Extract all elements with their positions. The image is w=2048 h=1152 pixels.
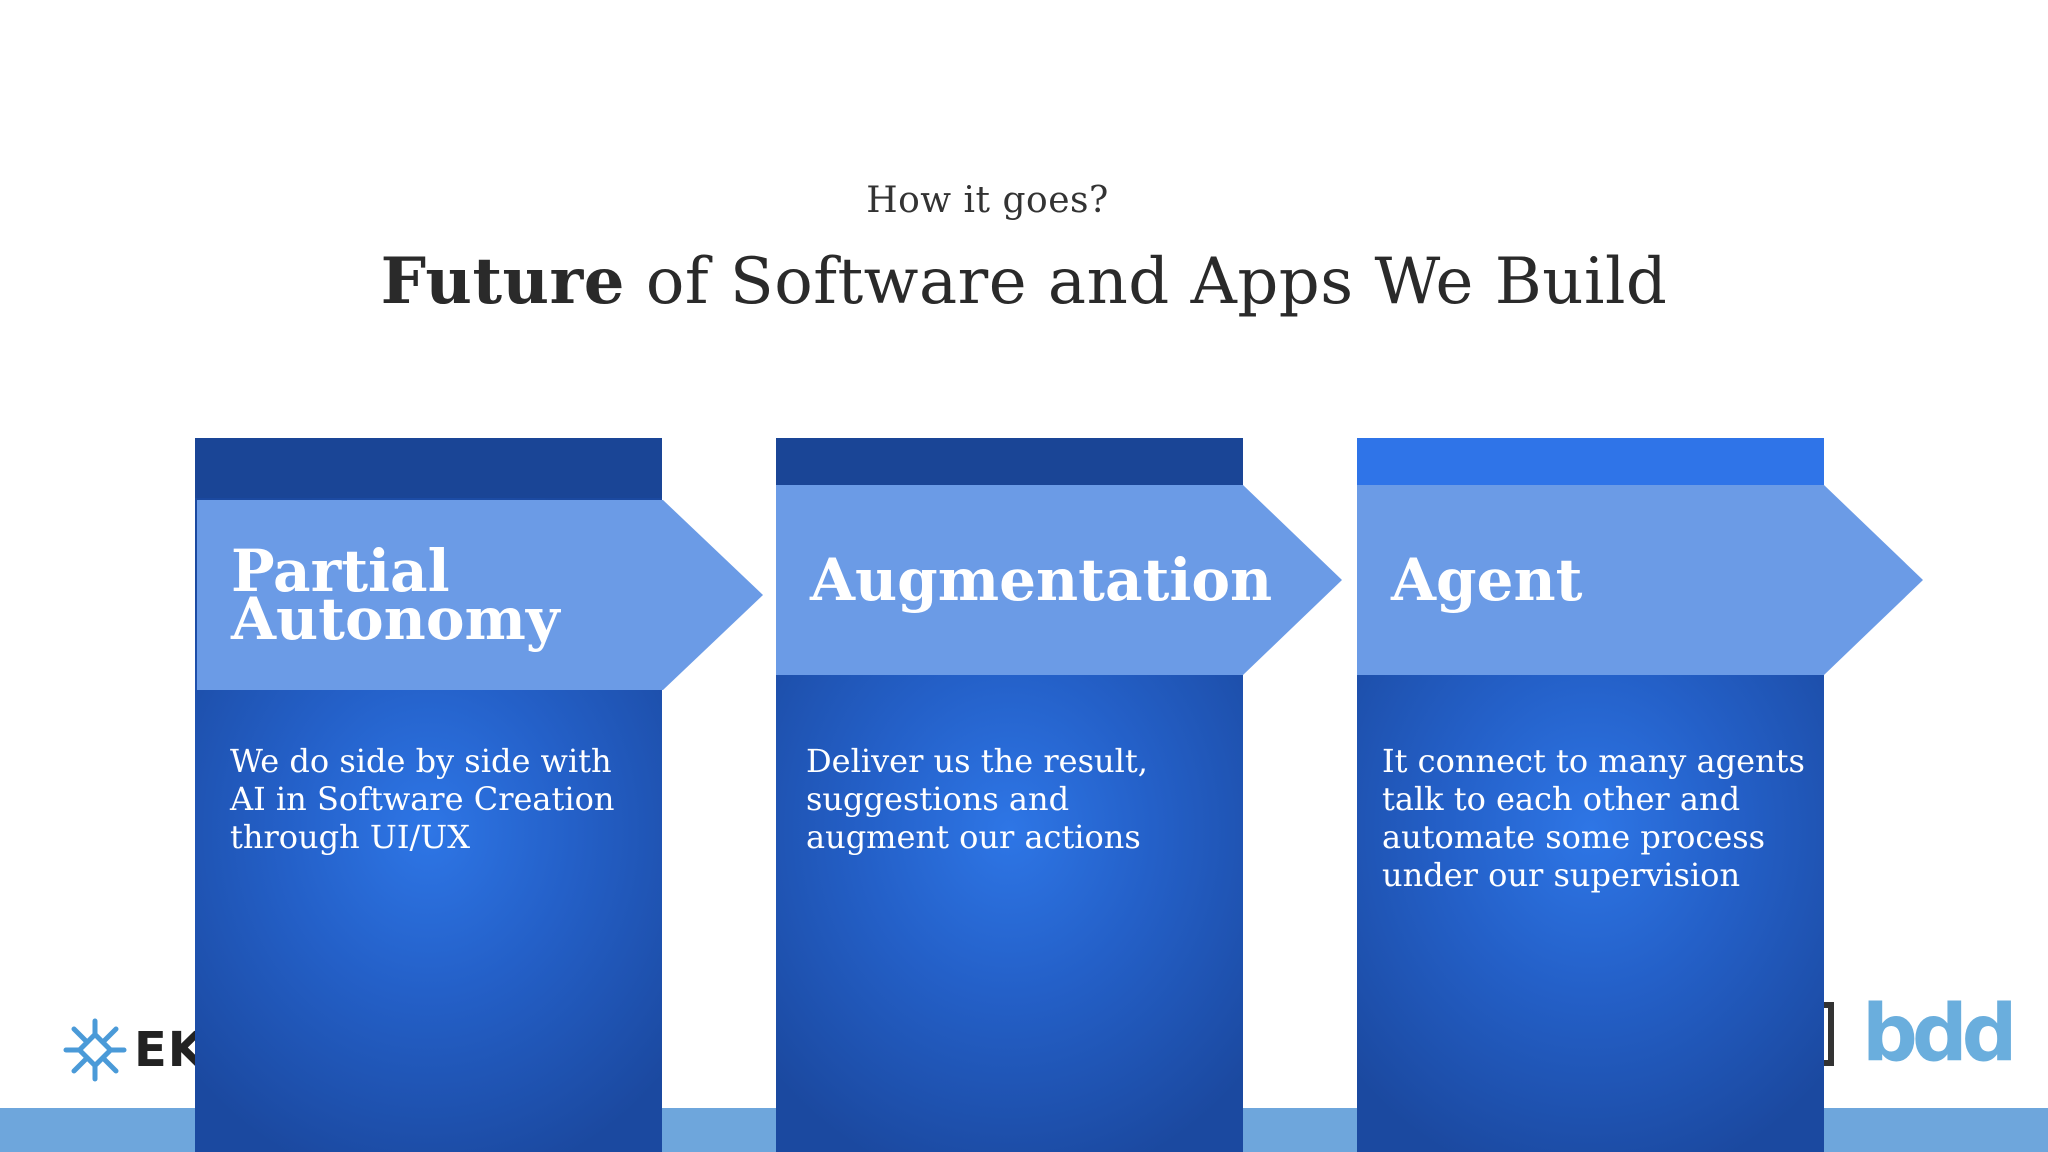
slide-title-rest: of Software and Apps We Build xyxy=(624,245,1668,319)
step-description: It connect to many agents talk to each o… xyxy=(1382,742,1805,894)
step-description: We do side by side with AI in Software C… xyxy=(230,742,615,856)
card-top-strip xyxy=(195,438,662,498)
arrow-shape xyxy=(1357,485,1923,675)
step-arrow-agent: Agent xyxy=(1357,485,1923,675)
step-label: Augmentation xyxy=(810,546,1273,614)
logo-fragment xyxy=(1822,1002,1834,1066)
logo-right: bdd xyxy=(1862,989,2018,1079)
arrow-shape xyxy=(776,485,1342,675)
step-arrow-partial-autonomy: Partial Autonomy xyxy=(197,500,763,690)
logo-right-mark: bdd xyxy=(1862,989,2018,1079)
step-arrow-augmentation: Augmentation xyxy=(776,485,1342,675)
slide-subtitle: How it goes? xyxy=(866,180,1109,221)
logo-left-wordmark: EK xyxy=(134,1022,206,1078)
step-description: Deliver us the result, suggestions and a… xyxy=(806,742,1148,856)
logo-left: EK xyxy=(62,1015,206,1085)
step-label: Partial Autonomy xyxy=(231,537,560,653)
step-label: Agent xyxy=(1391,546,1583,614)
arrow-shape xyxy=(197,500,763,690)
snowflake-star-icon xyxy=(63,1018,127,1082)
slide-title: Future of Software and Apps We Build xyxy=(0,244,2048,319)
slide-title-bold: Future xyxy=(380,244,625,319)
